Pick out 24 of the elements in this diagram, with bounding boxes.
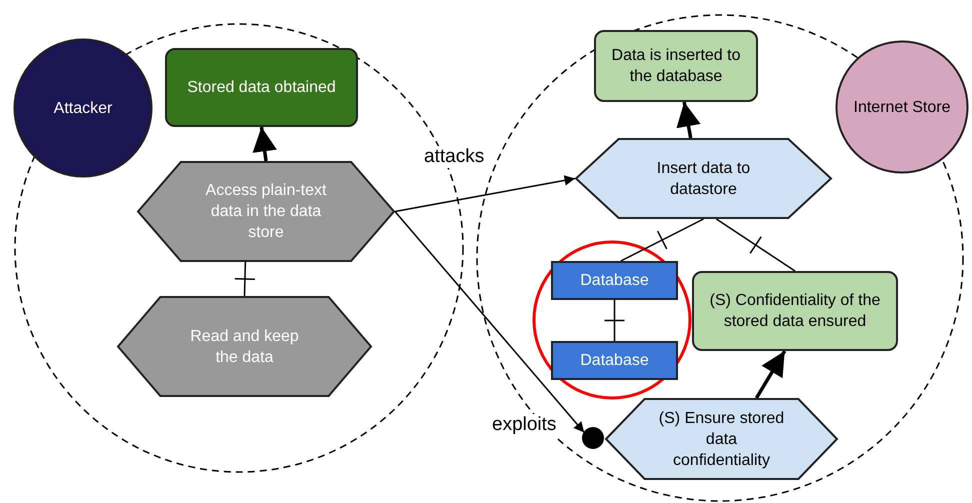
arrow: [394, 211, 585, 433]
task-hexagon: Access plain-text data in the data store: [137, 161, 395, 262]
arrow: [252, 126, 277, 162]
goal-box: (S) Confidentiality of the stored data ensured: [692, 271, 898, 351]
actor-circle: Attacker: [13, 38, 153, 178]
database-box: Database: [551, 341, 678, 380]
edge-label: attacks: [422, 146, 486, 168]
arrow: [676, 102, 701, 138]
junction-dot: [582, 427, 604, 449]
goal-box: Data is inserted to the database: [594, 30, 758, 102]
task-hexagon: Read and keep the data: [117, 296, 372, 397]
connector-line: [716, 218, 796, 272]
database-box: Database: [551, 261, 678, 300]
arrow: [394, 175, 576, 212]
task-hexagon: (S) Ensure stored data confidentiality: [605, 398, 838, 480]
connector-line: [614, 300, 616, 341]
connector-line: [244, 262, 246, 296]
actor-circle: Internet Store: [835, 40, 969, 174]
goal-box: Stored data obtained: [165, 48, 358, 127]
edge-label: exploits: [490, 414, 558, 436]
task-hexagon: Insert data to datastore: [575, 138, 832, 219]
highlight-circle: [532, 240, 692, 400]
connector-line: [620, 218, 704, 262]
arrow: [754, 350, 786, 399]
